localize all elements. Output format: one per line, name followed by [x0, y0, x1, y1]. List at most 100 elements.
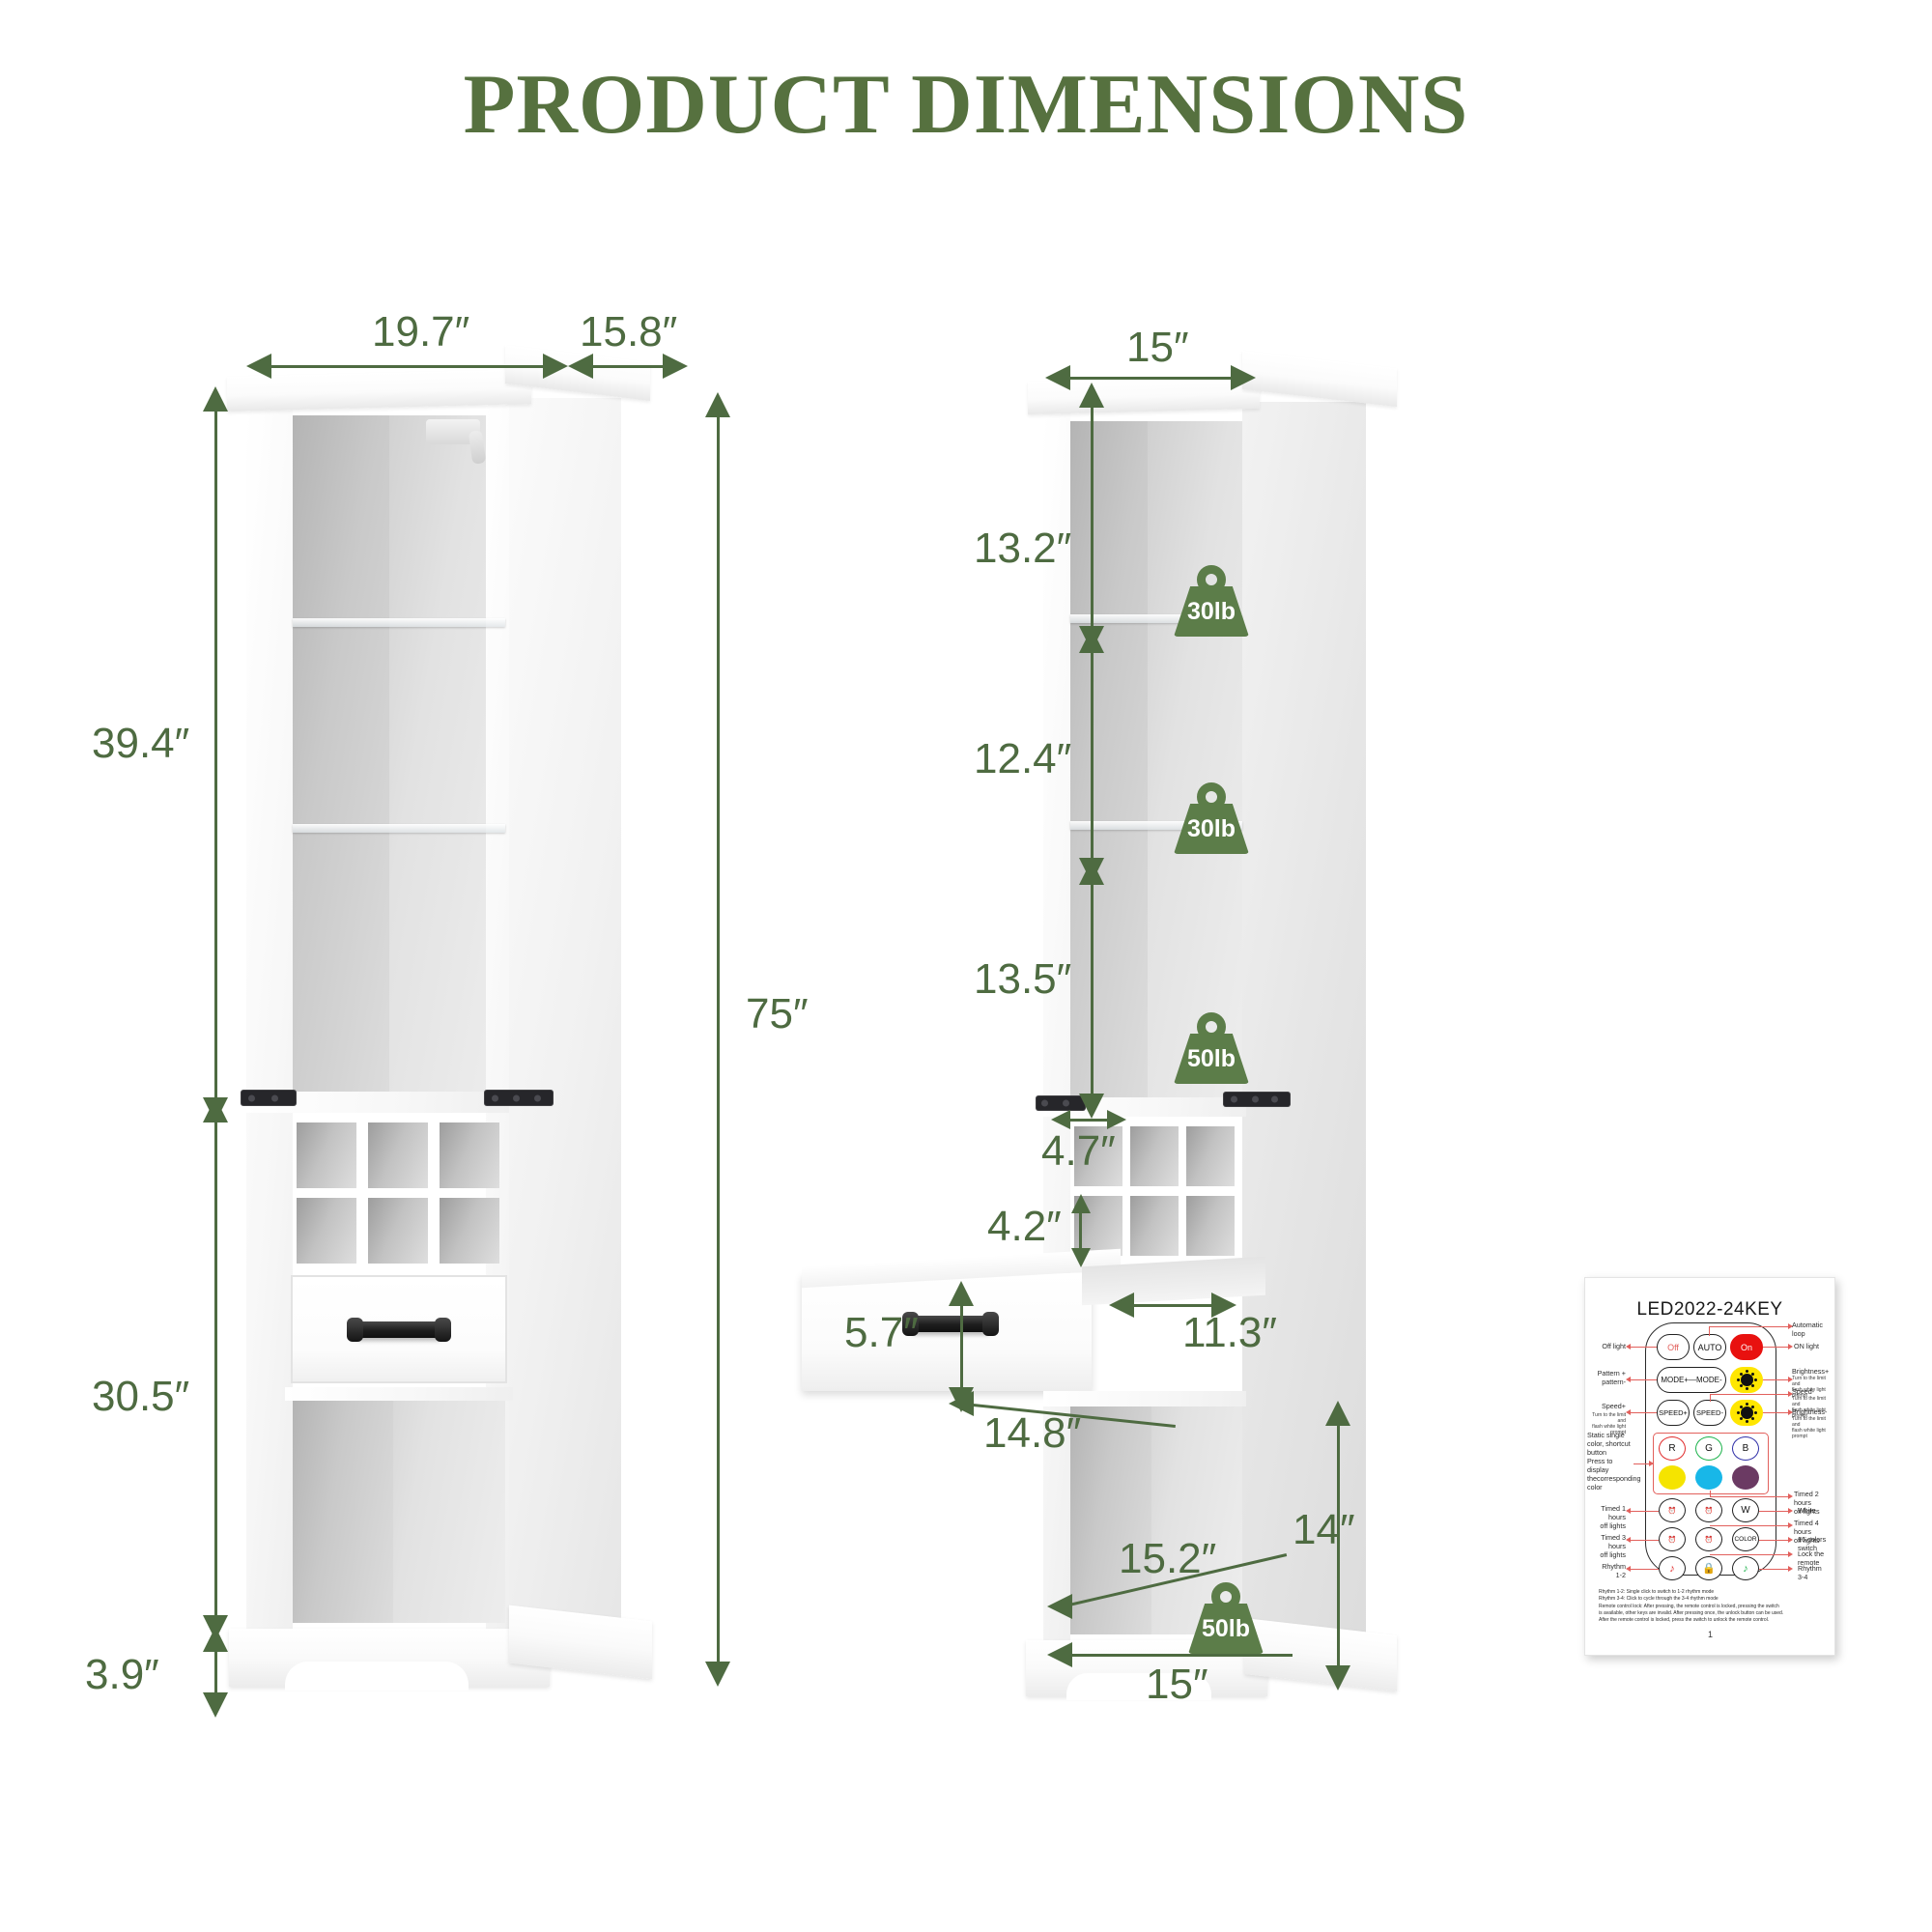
wine-cubby [297, 1122, 356, 1188]
btn-auto[interactable]: AUTO [1693, 1334, 1726, 1360]
arrow-gap2-top [1079, 628, 1104, 653]
cabinet-front-view [227, 345, 681, 1729]
hinge-right-icon [484, 1090, 554, 1106]
dim-top-width: 15″ [1126, 324, 1189, 371]
btn-lock[interactable]: 🔒 [1695, 1556, 1722, 1580]
btn-g[interactable]: G [1695, 1436, 1722, 1461]
dim-drawer-height: 5.7″ [844, 1309, 919, 1356]
dimline-drawer-height [960, 1302, 963, 1387]
remote-card-title: LED2022-24KEY [1636, 1299, 1783, 1320]
dim-cubby-width: 4.7″ [1041, 1127, 1116, 1175]
btn-timer-1h[interactable]: ⏰ [1659, 1498, 1686, 1522]
page-title: PRODUCT DIMENSIONS [463, 58, 1469, 152]
btn-speed-minus[interactable]: SPEED- [1693, 1400, 1726, 1426]
page-number: 1 [1708, 1630, 1714, 1639]
btn-speed-plus[interactable]: SPEED+ [1657, 1400, 1690, 1426]
lead-speed-minus-v [1710, 1394, 1711, 1402]
arrow-cubby-height-bottom [1071, 1248, 1091, 1267]
btn-off[interactable]: Off [1657, 1334, 1690, 1360]
dim-base-width: 15″ [1146, 1661, 1208, 1708]
right-depth-wall-2 [1242, 402, 1366, 1677]
arrow-cubby-height-top [1071, 1194, 1091, 1213]
remote-control-manual-card: LED2022-24KEY Off AUTO On MODE+—MODE- SP… [1584, 1277, 1835, 1656]
arrow-cubby-width-left [1051, 1110, 1070, 1129]
wine-rack [293, 1121, 505, 1267]
arrow-plinth-top [203, 1627, 228, 1652]
dimline-shelf-gap-3 [1091, 879, 1094, 1094]
lead-tip [1626, 1377, 1631, 1382]
btn-white[interactable]: W [1732, 1498, 1759, 1522]
upper-display-back-right [1070, 421, 1148, 1097]
btn-mode[interactable]: MODE+—MODE- [1657, 1367, 1726, 1393]
btn-timer-2h[interactable]: ⏰ [1695, 1498, 1722, 1522]
weight-badge-50lb-1: 50lb [1174, 1012, 1249, 1084]
label-16-colors: 16 colors switch [1798, 1535, 1827, 1552]
hinge-right-icon-2 [1223, 1092, 1291, 1107]
lead-tip [1788, 1409, 1793, 1415]
arrow-base-width-left [1047, 1642, 1072, 1667]
lead-speed-minus [1710, 1394, 1790, 1395]
swatch-purple[interactable] [1732, 1465, 1759, 1490]
label-rhythm-1-2: Rhythm 1-2 [1602, 1562, 1626, 1579]
swatch-yellow[interactable] [1659, 1465, 1686, 1490]
dim-cubby-height: 4.2″ [987, 1203, 1062, 1250]
glass-shelf-lower-2 [1070, 821, 1242, 830]
lead-tip [1788, 1344, 1793, 1350]
btn-r[interactable]: R [1659, 1436, 1686, 1461]
btn-color-switch[interactable]: COLOR [1732, 1527, 1759, 1551]
btn-rhythm-1[interactable]: ♪ [1659, 1556, 1686, 1580]
swatch-cyan[interactable] [1695, 1465, 1722, 1490]
btn-rhythm-2[interactable]: ♪ [1732, 1556, 1759, 1580]
right-depth-wall [505, 398, 621, 1663]
dim-width-front: 19.7″ [372, 308, 470, 355]
wine-cubby [368, 1198, 428, 1264]
dimline-shelf-gap-1 [1091, 404, 1094, 626]
lead-tip [1788, 1522, 1793, 1528]
lead-tip [1788, 1377, 1793, 1382]
dimline-top-width [1055, 377, 1244, 380]
weight-label: 50lb [1186, 1045, 1236, 1072]
label-off-light: Off light [1602, 1342, 1626, 1350]
bottom-shelf-rail [285, 1387, 513, 1401]
lead-tip [1649, 1461, 1654, 1466]
lead-white [1759, 1511, 1790, 1512]
open-drawer[interactable] [802, 1273, 1092, 1391]
dim-drawer-depth: 11.3″ [1182, 1309, 1277, 1356]
dimline-upper-height [214, 410, 217, 1097]
arrow-bottom-height-bottom [1325, 1665, 1350, 1690]
lead-timed-4h [1710, 1525, 1790, 1526]
weight-badge-30lb-2: 30lb [1174, 782, 1249, 854]
plinth-cutout [285, 1662, 469, 1690]
btn-timer-3h[interactable]: ⏰ [1659, 1527, 1686, 1551]
mid-rail [246, 1092, 509, 1113]
label-brightness-plus-sub: Turn to the limit and flash white light … [1792, 1376, 1826, 1400]
dimline-drawer-depth [1119, 1304, 1225, 1307]
dim-bottom-shelf-width: 15.2″ [1119, 1535, 1217, 1582]
open-drawer-handle[interactable] [902, 1312, 999, 1336]
lead-rhythm-3-4 [1759, 1569, 1790, 1570]
lead-pattern [1628, 1379, 1657, 1380]
lead-timed-3h [1628, 1540, 1659, 1541]
lead-timed-1h [1628, 1511, 1659, 1512]
btn-b[interactable]: B [1732, 1436, 1759, 1461]
arrow-width-front-right [543, 354, 568, 379]
bottom-compartment-back [293, 1401, 393, 1623]
remote-footnote: Rhythm 1-2: Single click to switch to 1-… [1599, 1589, 1784, 1623]
label-timed-2h: Timed 2 hours off lights [1794, 1490, 1820, 1516]
btn-timer-4h[interactable]: ⏰ [1695, 1527, 1722, 1551]
cabinet-top [227, 369, 531, 412]
arrow-drawer-width-left [949, 1391, 974, 1416]
dimline-shelf-gap-2 [1091, 647, 1094, 858]
dimline-cubby-height [1079, 1210, 1082, 1251]
btn-brightness-plus[interactable] [1730, 1367, 1763, 1393]
drawer-handle[interactable] [347, 1318, 451, 1342]
arrow-plinth-bottom [203, 1692, 228, 1718]
hinge-left-icon [241, 1090, 297, 1106]
arrow-bottom-shelf-left [1047, 1594, 1072, 1619]
lead-tip [1788, 1566, 1793, 1572]
arrow-gap1-top [1079, 383, 1104, 408]
left-stile-2 [1043, 412, 1070, 1677]
btn-on[interactable]: On [1730, 1334, 1763, 1360]
btn-brightness-minus[interactable] [1730, 1400, 1763, 1426]
